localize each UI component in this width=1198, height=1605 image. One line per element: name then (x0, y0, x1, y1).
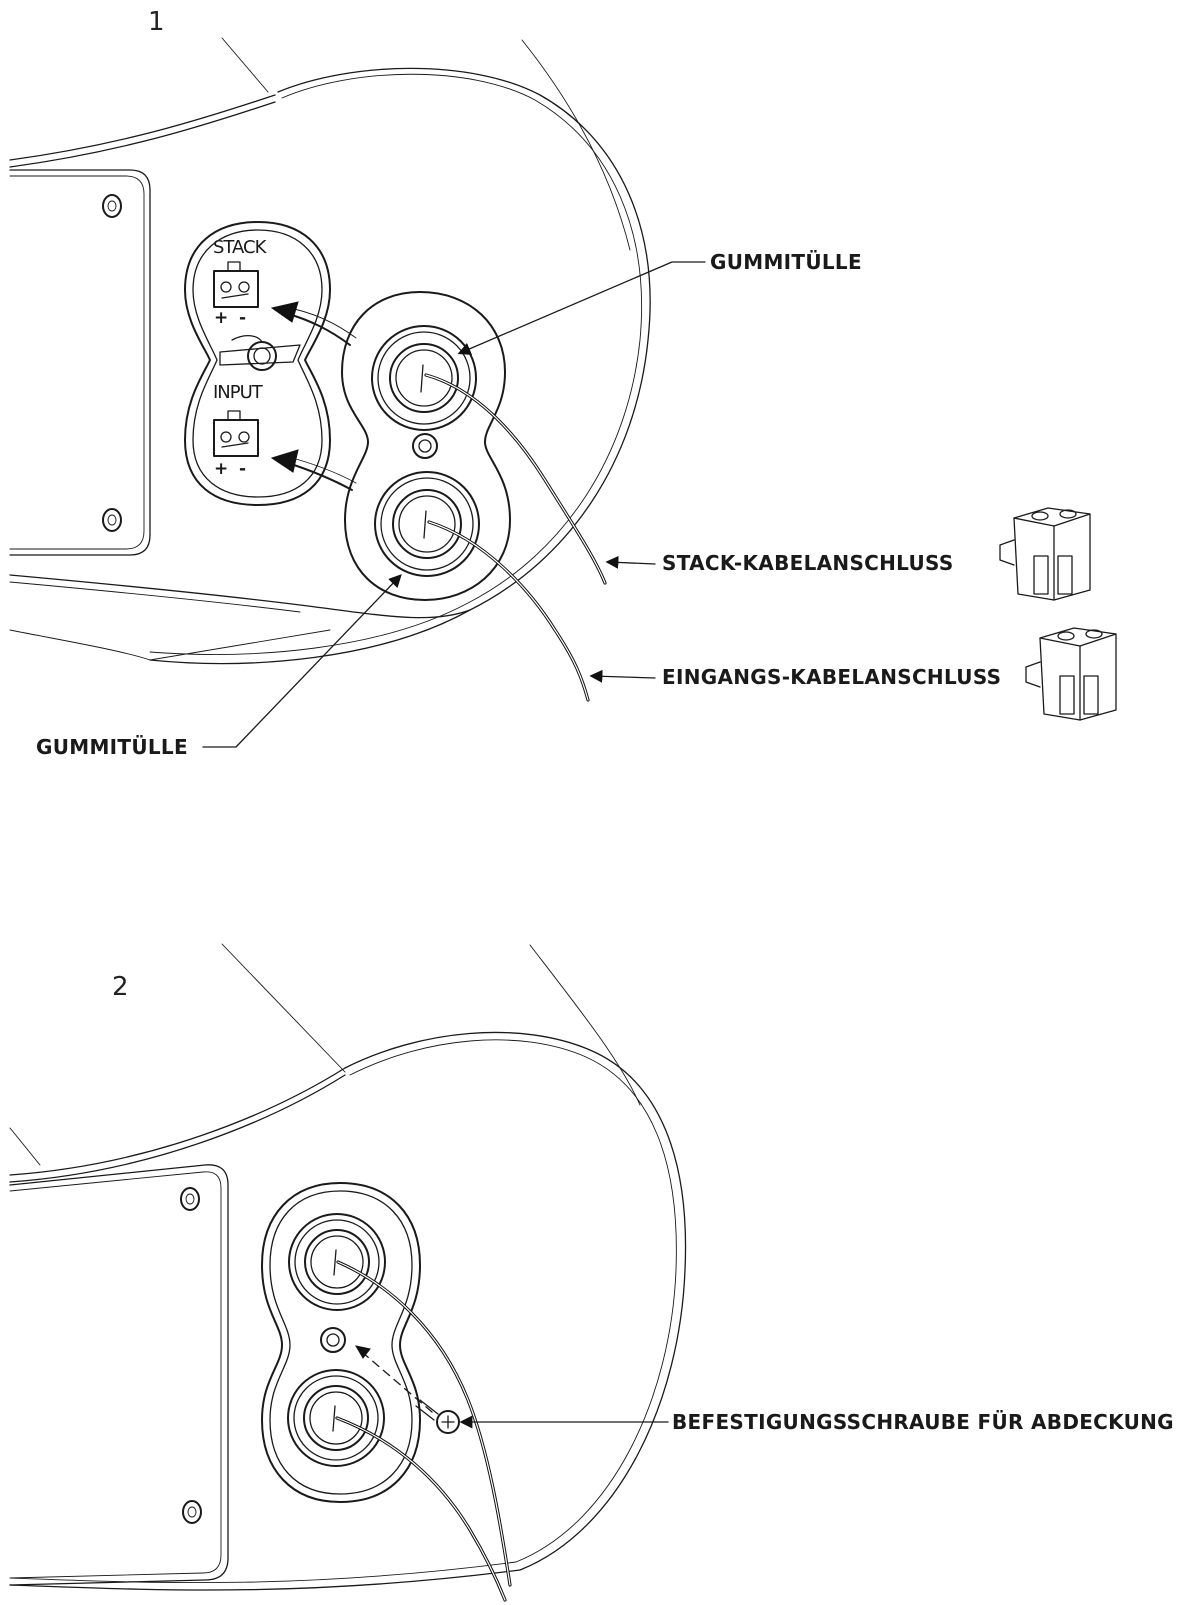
callout-input-cable: EINGANGS-KABELANSCHLUSS (589, 665, 1001, 689)
speaker-body-outline-1 (9, 37, 651, 665)
grommet-cover-plate-2 (261, 1182, 421, 1503)
cables-2 (335, 1260, 512, 1602)
screw-hole-icon (182, 1500, 202, 1524)
screw-hole-icon (180, 1187, 200, 1211)
callout-grommet-bottom: GUMMITÜLLE (36, 574, 402, 759)
grommet-top (371, 325, 477, 431)
input-terminal-icon (213, 410, 259, 457)
screw-hole-icon (102, 508, 122, 532)
panel-1-number: 1 (148, 7, 165, 37)
panel-2-number: 2 (112, 972, 129, 1002)
grommet-cover-plate (341, 291, 511, 601)
callout-grommet-top: GUMMITÜLLE (457, 250, 862, 355)
speaker-body-outline-2 (9, 943, 687, 1591)
stack-jack-label: STACK (213, 237, 268, 258)
callout-stack-cable-label: STACK-KABELANSCHLUSS (662, 551, 954, 575)
screw-hole-icon (102, 194, 122, 218)
center-post-icon (219, 335, 301, 371)
cover-screw-icon (354, 1345, 460, 1434)
connector-plug-icon (999, 507, 1091, 601)
callout-grommet-bottom-label: GUMMITÜLLE (36, 735, 188, 759)
input-plus-mark: + (214, 459, 228, 479)
callout-input-cable-label: EINGANGS-KABELANSCHLUSS (662, 665, 1001, 689)
terminal-panel: STACK + - INPUT (184, 221, 331, 506)
cables-1 (424, 373, 607, 702)
grommet-bottom-2 (287, 1369, 385, 1467)
input-jack-label: INPUT (213, 382, 264, 403)
panel-1: 1 (9, 7, 1117, 759)
callout-stack-cable: STACK-KABELANSCHLUSS (605, 551, 954, 575)
rear-plate-2 (9, 1164, 229, 1586)
stack-plus-mark: + (214, 308, 228, 328)
screw-boss-icon (412, 433, 438, 459)
grommet-bottom (374, 471, 480, 577)
screw-boss-icon (320, 1327, 346, 1353)
callout-grommet-top-label: GUMMITÜLLE (710, 250, 862, 274)
grommet-top-2 (288, 1213, 386, 1311)
stack-minus-mark: - (239, 308, 246, 328)
input-minus-mark: - (239, 459, 246, 479)
callout-cover-screw: BEFESTIGUNGSSCHRAUBE FÜR ABDECKUNG (459, 1410, 1174, 1434)
callout-cover-screw-label: BEFESTIGUNGSSCHRAUBE FÜR ABDECKUNG (672, 1410, 1174, 1434)
connection-arrows (270, 301, 357, 491)
stack-terminal-icon (213, 261, 259, 308)
panel-2: 2 (9, 943, 1174, 1602)
rear-plate-1 (9, 169, 151, 556)
connector-plug-icon (1025, 627, 1117, 721)
